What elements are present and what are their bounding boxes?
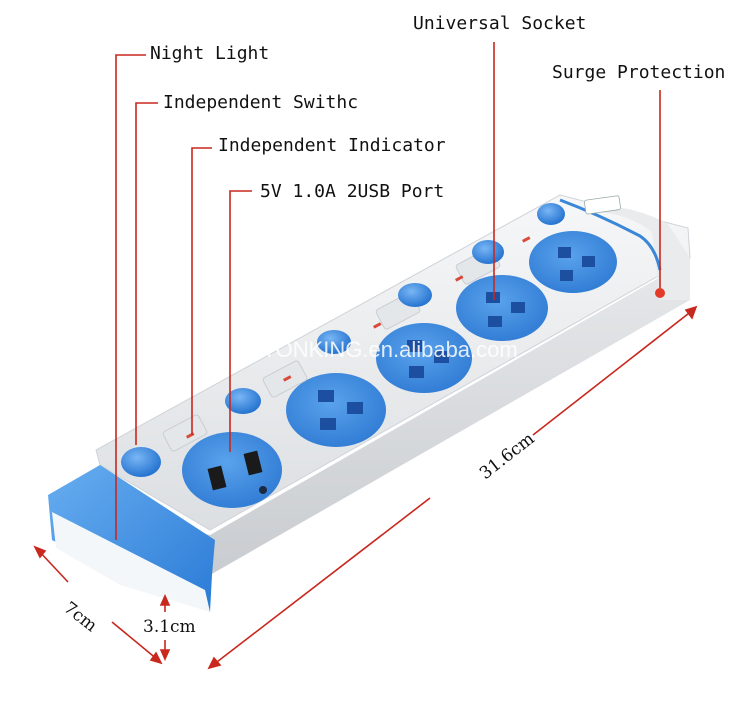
callout-surge-protection: Surge Protection	[552, 62, 726, 83]
callout-usb-port: 5V 1.0A 2USB Port	[260, 181, 445, 202]
switch-button-5	[537, 203, 565, 225]
callout-universal-socket: Universal Socket	[413, 13, 587, 34]
usb-socket-face	[182, 432, 282, 508]
surge-protection-led	[655, 288, 665, 298]
switch-button-3	[398, 283, 432, 307]
universal-sockets	[286, 231, 617, 447]
socket-3	[456, 275, 548, 341]
brand-label	[584, 195, 621, 215]
strip-end-cap	[600, 205, 690, 300]
socket-1	[286, 373, 386, 447]
dimension-arrows	[33, 305, 698, 670]
usb-port-2	[243, 450, 263, 476]
callout-independent-switch: Independent Swithc	[163, 92, 359, 113]
switch-buttons	[121, 203, 565, 477]
switch-button-2	[317, 330, 351, 354]
usb-led	[259, 486, 267, 494]
usb-port-1	[207, 465, 227, 491]
switch-button-1	[225, 388, 261, 414]
callout-lines	[115, 42, 661, 540]
callout-night-light: Night Light	[150, 43, 270, 64]
dimension-height: 3.1cm	[143, 617, 196, 637]
night-light-switch	[121, 447, 161, 477]
watermark: ANTONKING.en.alibaba.com	[232, 337, 518, 362]
callout-independent-indicator: Independent Indicator	[218, 135, 446, 156]
socket-2	[376, 323, 472, 393]
switch-button-4	[472, 240, 504, 264]
blue-trim-line	[559, 198, 662, 271]
socket-4	[529, 231, 617, 293]
night-light-lens	[52, 512, 210, 612]
